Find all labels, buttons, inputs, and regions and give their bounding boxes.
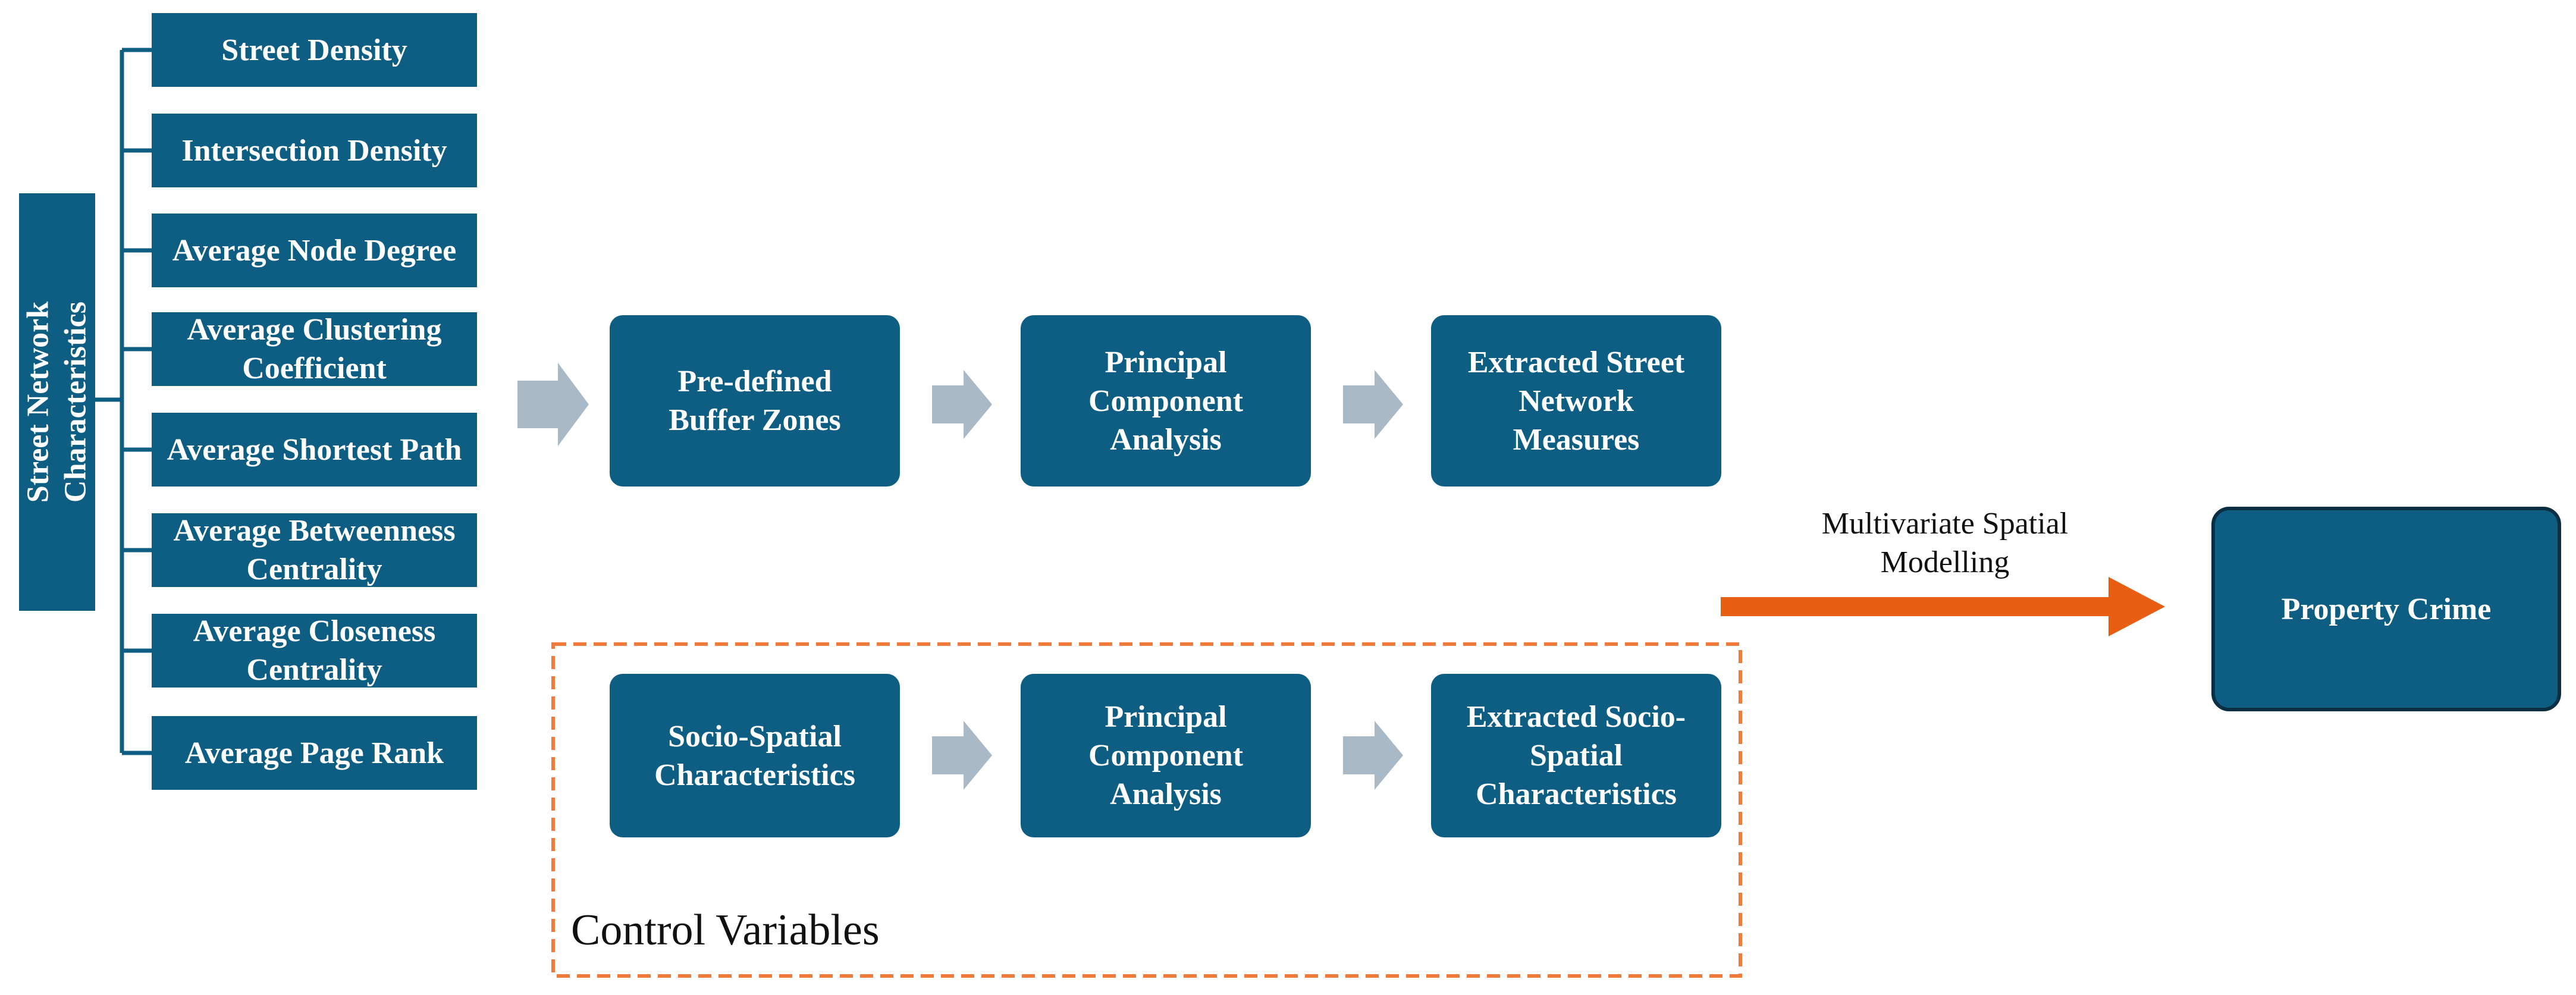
modelling-label: Multivariate Spatial Modelling bbox=[1821, 507, 2069, 579]
flow-arrow-into-buffer bbox=[517, 363, 589, 446]
measure-average-closeness-centrality: Average Closeness Centrality bbox=[152, 614, 477, 688]
flow-arrow-bottom-2 bbox=[1343, 721, 1403, 790]
step-pca-socio-spatial: Principal Component Analysis bbox=[1021, 674, 1311, 837]
step-buffer-zones: Pre-defined Buffer Zones bbox=[610, 315, 900, 486]
measure-average-page-rank: Average Page Rank bbox=[152, 716, 477, 790]
measure-average-clustering-coefficient: Average Clustering Coefficient bbox=[152, 312, 477, 386]
control-variables-label: Control Variables bbox=[571, 906, 880, 955]
control-variables-frame bbox=[551, 642, 1742, 978]
measure-street-density: Street Density bbox=[152, 13, 477, 87]
measure-average-node-degree: Average Node Degree bbox=[152, 214, 477, 287]
step-socio-spatial-characteristics: Socio-Spatial Characteristics bbox=[610, 674, 900, 837]
street-network-characteristics-label: Street Network Characteristics bbox=[19, 193, 95, 611]
measure-average-shortest-path: Average Shortest Path bbox=[152, 413, 477, 486]
step-extracted-street-measures: Extracted Street Network Measures bbox=[1431, 315, 1721, 486]
outcome-property-crime: Property Crime bbox=[2211, 507, 2561, 711]
flow-arrow-top-2 bbox=[1343, 370, 1403, 439]
measure-average-betweenness-centrality: Average Betweenness Centrality bbox=[152, 513, 477, 587]
modelling-arrow bbox=[1721, 577, 2165, 636]
measure-intersection-density: Intersection Density bbox=[152, 114, 477, 187]
step-extracted-socio-spatial: Extracted Socio- Spatial Characteristics bbox=[1431, 674, 1721, 837]
flow-arrow-bottom-1 bbox=[932, 721, 992, 790]
flow-arrow-top-1 bbox=[932, 370, 992, 439]
step-pca-street: Principal Component Analysis bbox=[1021, 315, 1311, 486]
